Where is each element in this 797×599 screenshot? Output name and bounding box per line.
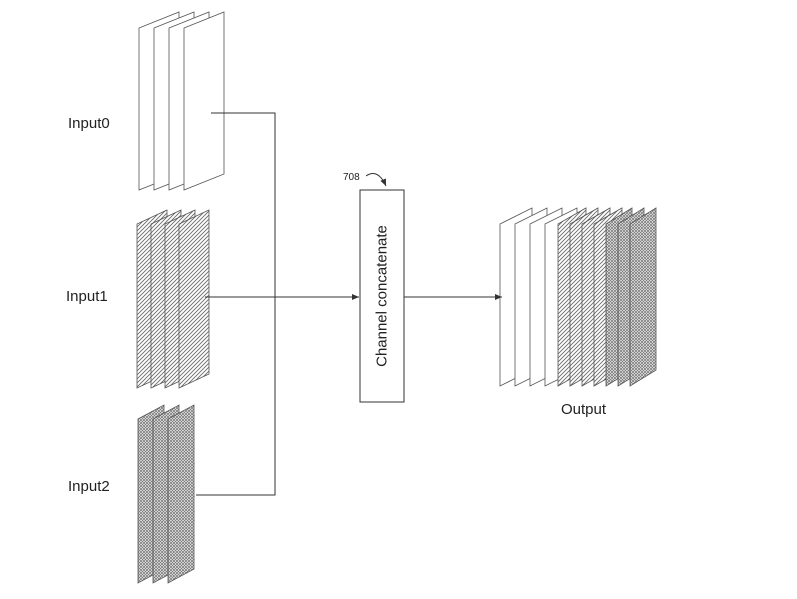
output-label: Output	[561, 401, 607, 418]
output-sheet-dense	[629, 207, 657, 387]
input0-label: Input0	[68, 115, 110, 132]
input2-sheet	[167, 404, 195, 584]
input0-sheet	[183, 11, 225, 191]
input2-connector	[196, 297, 276, 496]
input1-label: Input1	[66, 288, 108, 305]
input2-label: Input2	[68, 478, 110, 495]
concat-label: Channel concatenate	[373, 225, 391, 367]
concat-box	[359, 189, 405, 403]
input0-connector	[211, 112, 276, 297]
reference-numeral: 708	[343, 172, 360, 183]
input1-sheet	[178, 209, 210, 389]
reference-arrow	[365, 173, 387, 187]
